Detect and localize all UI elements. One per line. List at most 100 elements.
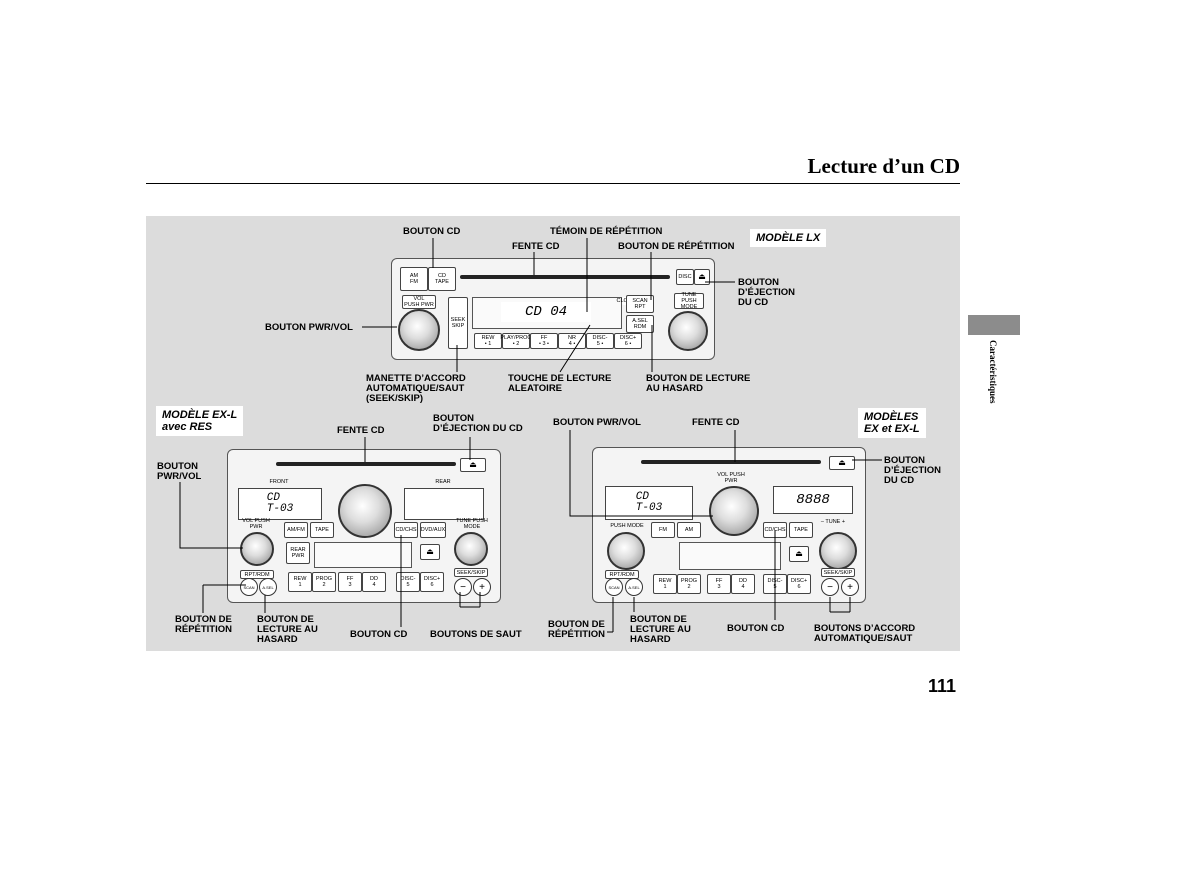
ex-seek-label: SEEK/SKIP <box>821 568 855 577</box>
res-eject-button[interactable]: ⏏ <box>460 458 486 472</box>
lx-preset-4[interactable]: NR 4 • <box>558 333 586 349</box>
lx-seek-skip-rocker[interactable]: SEEK SKIP <box>448 297 468 349</box>
page-number: 111 <box>928 676 957 696</box>
lx-label-ejection: BOUTON D’ÉJECTION DU CD <box>738 277 796 308</box>
lx-label-manette: MANETTE D’ACCORD AUTOMATIQUE/SAUT (SEEK/… <box>366 373 466 404</box>
res-seek-plus-button[interactable]: + <box>473 578 491 596</box>
ex-tape-eject-button[interactable]: ⏏ <box>789 546 809 562</box>
res-rear-lcd <box>404 488 484 520</box>
res-rpt-label: RPT/RDM <box>240 570 274 579</box>
ex-pwr-vol-knob[interactable] <box>709 486 759 536</box>
lx-cdtape-button[interactable]: CD TAPE <box>428 267 456 291</box>
res-dvdaux-button[interactable]: DVD/AUX <box>420 522 446 538</box>
lx-label-bouton-cd: BOUTON CD <box>403 226 461 237</box>
res-seek-minus-button[interactable]: − <box>454 578 472 596</box>
ex-seek-plus-button[interactable]: + <box>841 578 859 596</box>
res-tune-knob[interactable] <box>454 532 488 566</box>
ex-am-button[interactable]: AM <box>677 522 701 538</box>
lx-preset-1[interactable]: REW • 1 <box>474 333 502 349</box>
res-vol-label: VOL PUSH PWR <box>242 518 270 530</box>
res-amfm-button[interactable]: AM/FM <box>284 522 308 538</box>
res-radio-unit: ⏏ FRONT REAR CD T-03 VOL PUSH PWR TUNE P… <box>227 449 501 603</box>
ex-label-fente: FENTE CD <box>692 417 740 428</box>
res-rear-pwr-button[interactable]: REAR PWR <box>286 542 310 564</box>
ex-preset-6[interactable]: DISC+ 6 <box>787 574 811 594</box>
lx-cd-slot <box>460 275 670 279</box>
res-preset-3[interactable]: FF 3 <box>338 572 362 592</box>
lx-radio-unit: AM FM CD TAPE DISC ⏏ VOL PUSH PWR SEEK S… <box>391 258 715 360</box>
ex-label-cd: BOUTON CD <box>727 623 785 634</box>
res-tape-button[interactable]: TAPE <box>310 522 334 538</box>
ex-label-repetition: BOUTON DE RÉPÉTITION <box>548 619 606 640</box>
ex-cd-slot <box>641 460 821 464</box>
res-preset-6[interactable]: DISC+ 6 <box>420 572 444 592</box>
lx-label-temoin: TÉMOIN DE RÉPÉTITION <box>550 226 663 237</box>
lx-scan-rpt-button[interactable]: SCAN RPT <box>626 295 654 313</box>
ex-preset-3[interactable]: FF 3 <box>707 574 731 594</box>
res-cd-slot <box>276 462 456 466</box>
res-front-label: FRONT <box>269 479 289 485</box>
ex-seek-minus-button[interactable]: − <box>821 578 839 596</box>
lx-label-hasard: BOUTON DE LECTURE AU HASARD <box>646 373 751 394</box>
lx-amfm-button[interactable]: AM FM <box>400 267 428 291</box>
res-preset-1[interactable]: REW 1 <box>288 572 312 592</box>
model-exl-res-tag: MODÈLE EX-L avec RES <box>156 406 244 436</box>
ex-right-lcd: 8888 <box>773 486 853 514</box>
ex-fm-button[interactable]: FM <box>651 522 675 538</box>
res-preset-4[interactable]: DD 4 <box>362 572 386 592</box>
res-preset-2[interactable]: PROG 2 <box>312 572 336 592</box>
section-tab-label: Caractéristiques <box>988 340 998 404</box>
res-tune-label: TUNE PUSH MODE <box>456 518 488 530</box>
res-label-saut: BOUTONS DE SAUT <box>430 629 522 640</box>
res-pwr-vol-knob[interactable] <box>240 532 274 566</box>
ex-tape-door <box>679 542 781 570</box>
ex-tune-knob[interactable] <box>819 532 857 570</box>
section-tab <box>968 315 1020 335</box>
lx-preset-3[interactable]: FF • 3 • <box>530 333 558 349</box>
res-cdchs-button[interactable]: CD/CHS <box>394 522 418 538</box>
res-tape-door <box>314 542 412 568</box>
res-label-ejection: BOUTON D’ÉJECTION DU CD <box>433 413 523 434</box>
lx-label-fente: FENTE CD <box>512 241 560 252</box>
res-label-cd: BOUTON CD <box>350 629 408 640</box>
ex-label-hasard: BOUTON DE LECTURE AU HASARD <box>630 614 691 645</box>
lx-eject-button[interactable]: ⏏ <box>694 269 710 285</box>
lx-display: CD 04 <box>472 297 622 329</box>
lx-label-pwr: BOUTON PWR/VOL <box>265 322 353 333</box>
res-label-hasard: BOUTON DE LECTURE AU HASARD <box>257 614 318 645</box>
ex-preset-2[interactable]: PROG 2 <box>677 574 701 594</box>
res-rear-label: REAR <box>435 479 451 485</box>
lx-disc-indicator: DISC <box>676 269 694 285</box>
res-label-repetition: BOUTON DE RÉPÉTITION <box>175 614 233 635</box>
ex-left-knob[interactable] <box>607 532 645 570</box>
res-seek-label: SEEK/SKIP <box>454 568 488 577</box>
ex-preset-4[interactable]: DD 4 <box>731 574 755 594</box>
lx-preset-6[interactable]: DISC+ 6 • <box>614 333 642 349</box>
ex-preset-1[interactable]: REW 1 <box>653 574 677 594</box>
res-preset-5[interactable]: DISC- 5 <box>396 572 420 592</box>
res-tape-eject-button[interactable]: ⏏ <box>420 544 440 560</box>
ex-label-ejection: BOUTON D’ÉJECTION DU CD <box>884 455 942 486</box>
res-asel-button[interactable]: A.SEL <box>259 578 277 596</box>
ex-scan-button[interactable]: SCAN <box>605 578 623 596</box>
lx-asel-rdm-button[interactable]: A.SEL RDM <box>626 315 654 333</box>
ex-label-pwr: BOUTON PWR/VOL <box>553 417 641 428</box>
lx-tune-label: TUNE PUSH MODE <box>674 292 704 310</box>
ex-left-lcd: CD T-03 <box>605 486 693 520</box>
model-lx-tag: MODÈLE LX <box>750 229 827 247</box>
ex-eject-button[interactable]: ⏏ <box>829 456 855 470</box>
res-rear-ctrl-knob[interactable] <box>338 484 392 538</box>
model-ex-tag: MODÈLES EX et EX-L <box>858 408 926 438</box>
lx-tune-knob[interactable] <box>668 311 708 351</box>
res-scan-button[interactable]: SCAN <box>240 578 258 596</box>
ex-label-accord: BOUTONS D’ACCORD AUTOMATIQUE/SAUT <box>814 623 916 644</box>
page-title: Lecture d’un CD <box>807 154 960 178</box>
lx-preset-5[interactable]: DISC- 5 • <box>586 333 614 349</box>
ex-asel-button[interactable]: A.SEL <box>625 578 643 596</box>
lx-preset-2[interactable]: PLAY/PROG • 2 <box>500 333 532 349</box>
ex-tape-button[interactable]: TAPE <box>789 522 813 538</box>
ex-volpwr-label: VOL PUSH PWR <box>717 472 745 484</box>
lx-pwr-vol-knob[interactable] <box>398 309 440 351</box>
res-label-pwr: BOUTON PWR/VOL <box>157 461 202 482</box>
